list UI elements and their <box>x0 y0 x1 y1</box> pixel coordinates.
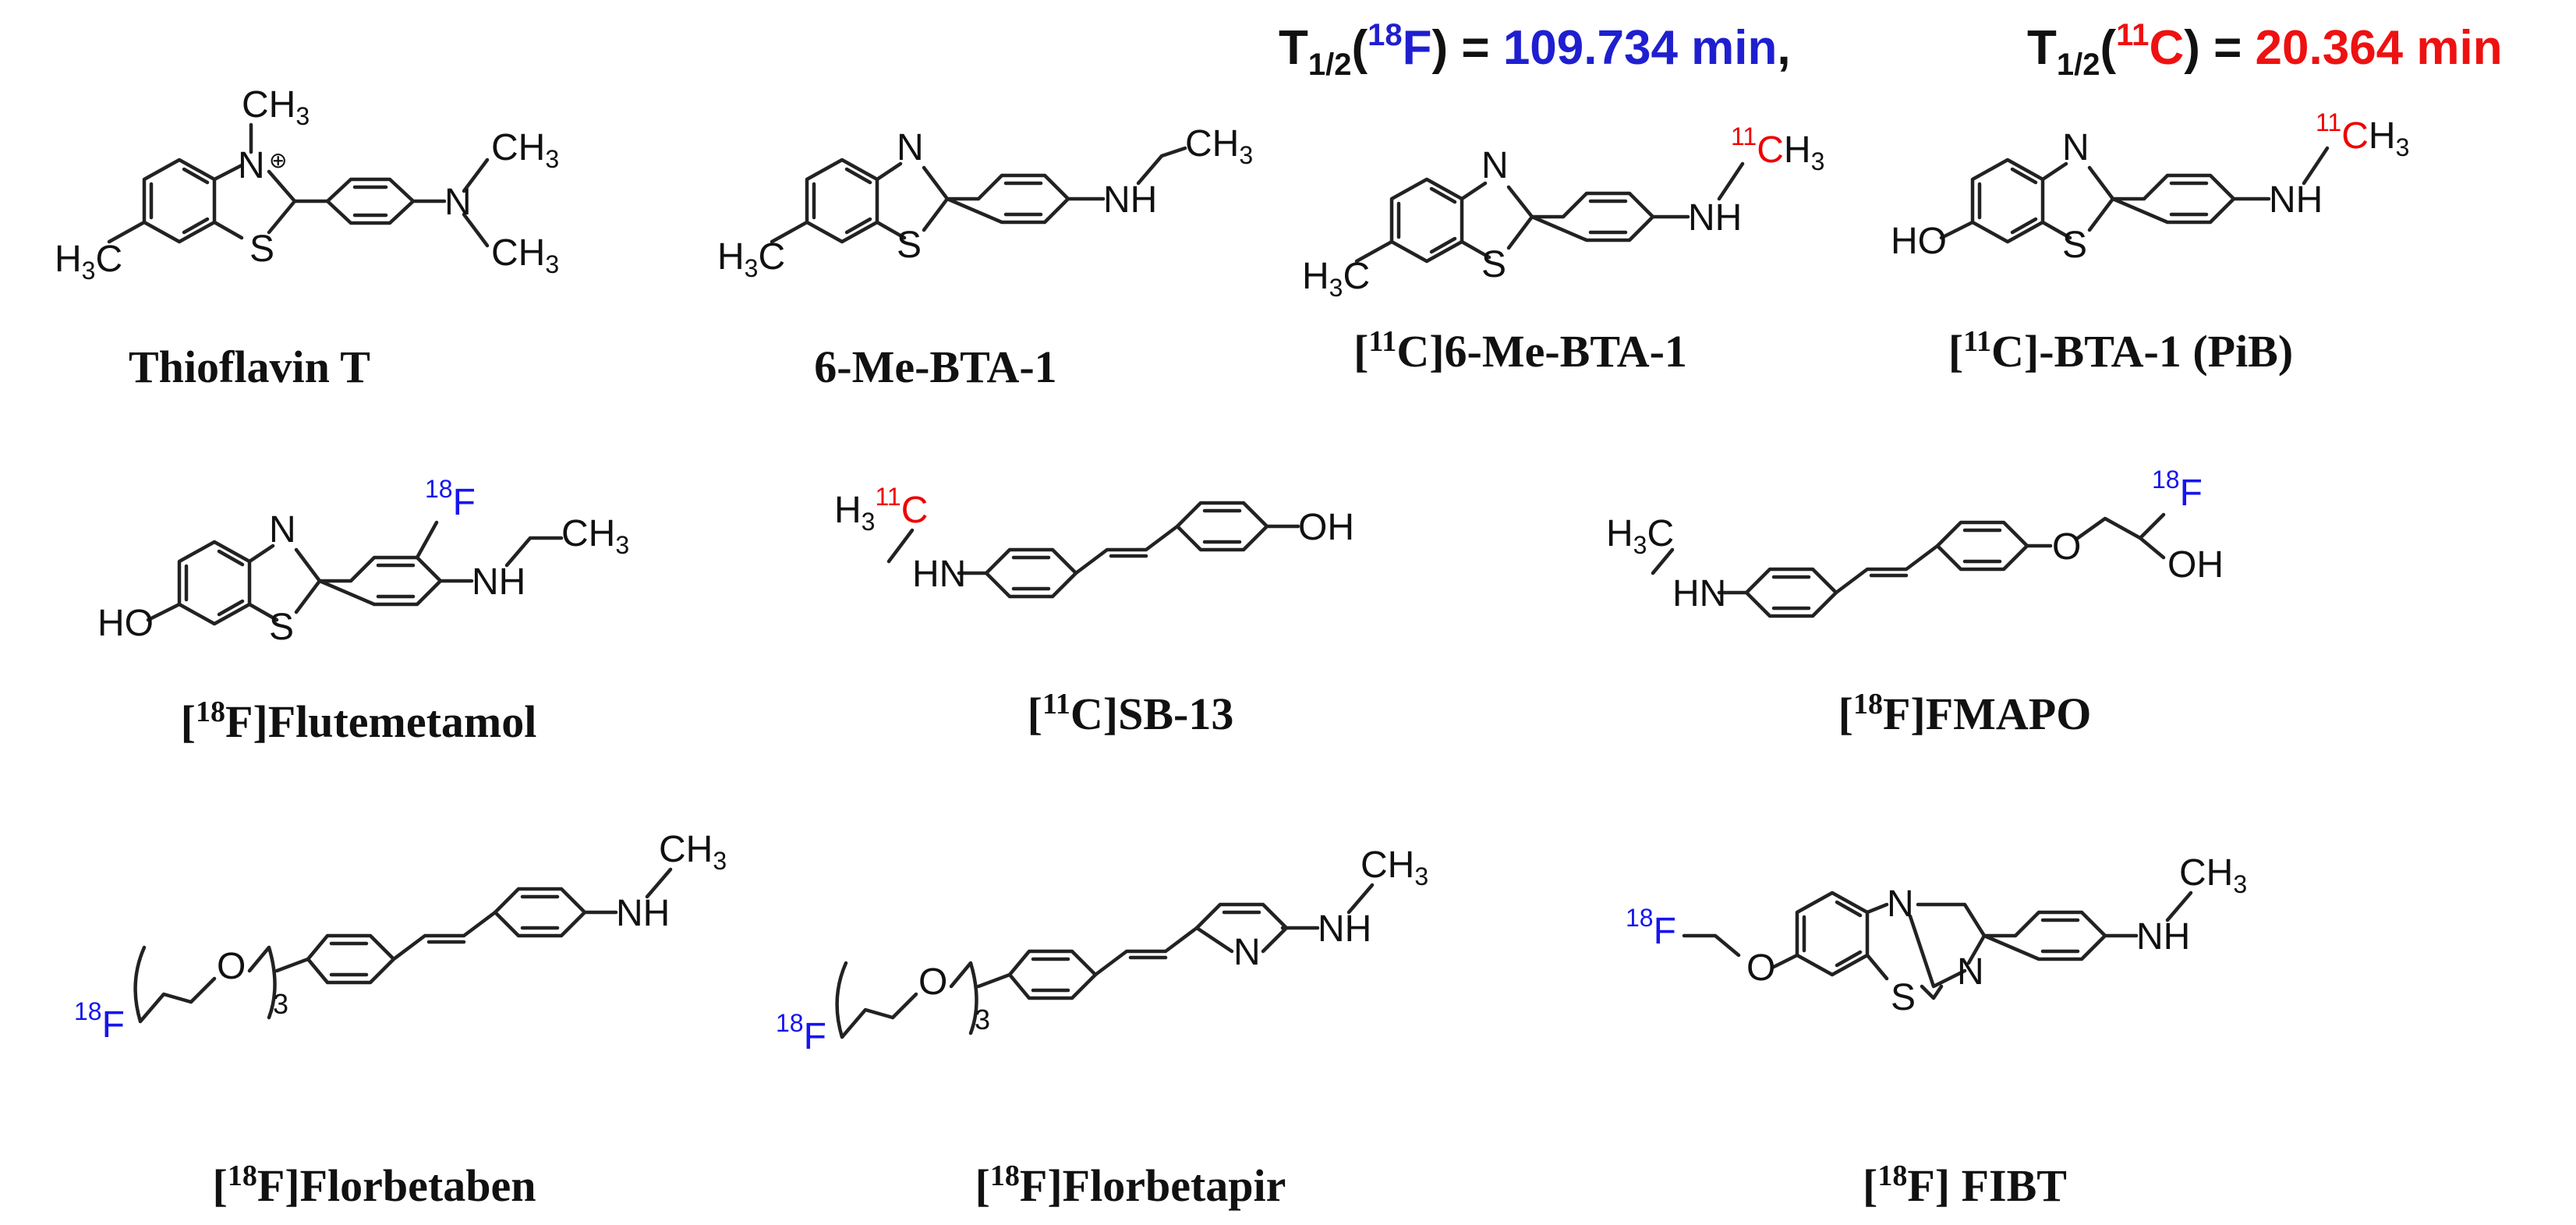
label-s-pib: S <box>2062 225 2087 266</box>
label-h3c-bta: H3C <box>717 236 785 282</box>
f18-symbol: F <box>1403 21 1432 75</box>
label-s-thio: S <box>249 228 274 270</box>
svg-text:T1/2(11C) = 20.364 min: T1/2(11C) = 20.364 min <box>2027 18 2503 82</box>
label-o-florbetapir: O <box>918 961 947 1003</box>
structure-18f-fibt: 18F O N S N NH CH3 <box>1626 852 2247 1018</box>
label-ch3-bta: CH3 <box>1185 123 1253 169</box>
label-n-fibt-a: N <box>1887 883 1914 925</box>
label-oh-fmapo: OH <box>2167 544 2224 586</box>
label-ch3-florbetaben: CH3 <box>659 829 727 875</box>
label-o-florbetaben: O <box>217 946 246 987</box>
label-rep-florbetaben: 3 <box>273 988 288 1020</box>
label-nh-bta: NH <box>1103 179 1157 221</box>
label-11ch3-pib: 11CH3 <box>2316 108 2409 161</box>
half-sub-f: 1/2 <box>1308 48 1352 82</box>
label-oh-sb13: OH <box>1298 507 1354 548</box>
label-s-fibt: S <box>1891 977 1916 1018</box>
caption-thioflavin-t: Thioflavin T <box>129 342 370 392</box>
label-n-flute: N <box>269 509 296 551</box>
label-18f-florbetaben: 18F <box>74 997 125 1046</box>
label-nh-pib: NH <box>2269 179 2323 221</box>
caption-18f-fibt: [18F] FIBT <box>1863 1160 2067 1211</box>
caption-18f-florbetaben: [18F]Florbetaben <box>213 1160 536 1211</box>
label-ch3-thio-n: CH3 <box>242 84 310 130</box>
f18-half-life-value: 109.734 min <box>1503 21 1778 75</box>
structure-11c-6-me-bta-1: H3C N S NH 11CH3 <box>1302 122 1824 302</box>
c11-half-life-value: 20.364 min <box>2256 21 2503 75</box>
t-label-c: T <box>2027 21 2057 75</box>
label-h3c-11c-bta: H3C <box>1302 256 1370 302</box>
half-sub-c: 1/2 <box>2057 48 2100 82</box>
label-hn-sb13: HN <box>912 554 966 595</box>
label-n-pib: N <box>2062 127 2089 168</box>
label-ch3-b: CH3 <box>491 232 559 278</box>
structure-18f-florbetapir: 18F O 3 N NH CH3 <box>776 844 1428 1057</box>
c11-mass: 11 <box>2116 18 2149 52</box>
eq-c: ) = <box>2184 21 2255 75</box>
label-o-fmapo: O <box>2052 526 2081 568</box>
label-nh-florbetaben: NH <box>616 893 670 934</box>
structure-thioflavin-t: H3C N ⊕ S CH3 N CH3 CH3 <box>55 84 559 285</box>
label-18f-flute: 18F <box>425 475 476 523</box>
label-h3-11c-sb13: H311C <box>834 483 928 536</box>
compound-captions: Thioflavin T 6-Me-BTA-1 [11C]6-Me-BTA-1 … <box>129 325 2293 1211</box>
eq-f: ) = <box>1432 21 1503 75</box>
caption-18f-fmapo: [18F]FMAPO <box>1838 688 2092 739</box>
f18-mass: 18 <box>1368 18 1403 52</box>
label-ch3-florbetapir: CH3 <box>1361 844 1428 890</box>
paren-open-c: ( <box>2100 21 2116 75</box>
t-label-f: T <box>1279 21 1308 75</box>
label-hn-fmapo: HN <box>1672 573 1726 614</box>
label-nh-flute: NH <box>472 561 525 603</box>
plus-charge-icon: ⊕ <box>269 148 287 172</box>
label-o-fibt: O <box>1746 947 1775 989</box>
label-s-bta: S <box>897 225 922 266</box>
caption-6-me-bta-1: 6-Me-BTA-1 <box>814 342 1056 392</box>
label-ch3-fibt: CH3 <box>2179 852 2247 898</box>
label-n-11c-bta: N <box>1481 145 1509 186</box>
half-life-header: T1/2(18F) = 109.734 min, T1/2(11C) = 20.… <box>1279 18 2503 82</box>
label-ch3-a: CH3 <box>491 127 559 173</box>
label-18f-fibt: 18F <box>1626 904 1676 952</box>
label-n-plus: N <box>238 145 265 186</box>
label-n-dimethyl: N <box>444 182 472 223</box>
svg-text:T1/2(18F) = 109.734 min,: T1/2(18F) = 109.734 min, <box>1279 18 1791 82</box>
label-nh-11c-bta: NH <box>1688 197 1742 239</box>
label-h3c-thio: H3C <box>55 239 122 285</box>
caption-11c-pib: [11C]-BTA-1 (PiB) <box>1948 325 2293 377</box>
label-s-11c-bta: S <box>1481 244 1506 285</box>
label-nh-florbetapir: NH <box>1318 908 1371 950</box>
caption-18f-florbetapir: [18F]Florbetapir <box>975 1160 1286 1211</box>
separator: , <box>1777 21 1790 75</box>
label-nh-fibt: NH <box>2136 916 2190 958</box>
label-s-flute: S <box>269 607 294 648</box>
structure-18f-fmapo: H3C HN O 18F OH <box>1606 466 2224 618</box>
caption-11c-6-me-bta-1: [11C]6-Me-BTA-1 <box>1353 325 1687 377</box>
c11-symbol: C <box>2149 21 2184 75</box>
label-n-pyridine: N <box>1233 932 1261 973</box>
label-ho-pib: HO <box>1891 221 1947 262</box>
label-11ch3-bta: 11CH3 <box>1731 122 1824 175</box>
label-18f-fmapo: 18F <box>2152 466 2203 514</box>
structure-11c-pib: HO N S NH 11CH3 <box>1891 108 2409 266</box>
structure-6-me-bta-1: H3C N S NH CH3 <box>717 123 1253 282</box>
paren-open-f: ( <box>1351 21 1368 75</box>
label-h3c-fmapo: H3C <box>1606 513 1674 559</box>
label-n-fibt-b: N <box>1957 951 1984 993</box>
structure-18f-florbetaben: 18F O 3 NH CH3 <box>74 829 727 1046</box>
caption-11c-sb-13: [11C]SB-13 <box>1028 688 1234 739</box>
label-rep-florbetapir: 3 <box>975 1004 990 1036</box>
label-18f-florbetapir: 18F <box>776 1009 826 1057</box>
label-ho-flute: HO <box>97 603 154 644</box>
caption-18f-flutemetamol: [18F]Flutemetamol <box>181 696 537 747</box>
structure-18f-flutemetamol: HO N S NH 18F CH3 <box>97 475 629 648</box>
label-n-bta: N <box>897 127 924 168</box>
label-ch3-flute: CH3 <box>561 513 629 559</box>
structure-11c-sb-13: H311C HN OH <box>834 483 1354 599</box>
